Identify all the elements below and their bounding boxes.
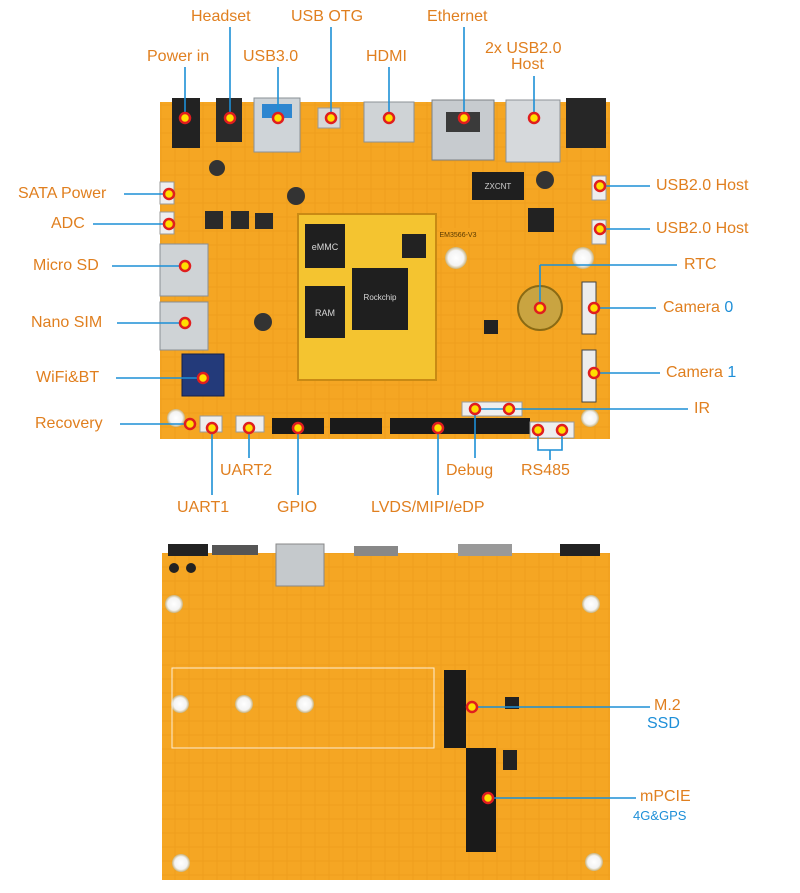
eth-chip-text: ZXCNT <box>485 182 512 191</box>
label-2x-usb20: 2x USB2.0 <box>485 40 562 57</box>
label-hdmi: HDMI <box>366 48 407 65</box>
label-ssd: SSD <box>647 715 680 732</box>
dc-jack-right <box>566 98 606 148</box>
label-camera0: Camera 0 <box>663 299 733 317</box>
label-debug: Debug <box>446 462 494 479</box>
soc-chip <box>352 268 408 330</box>
label-ir: IR <box>694 400 710 417</box>
label-wifi-bt: WiFi&BT <box>36 369 100 386</box>
usb20-dual-port <box>505 99 561 163</box>
lvds-header <box>390 418 530 434</box>
camera0-name: Camera <box>663 299 720 316</box>
label-headset: Headset <box>191 8 251 25</box>
label-ethernet: Ethernet <box>427 8 488 25</box>
label-rs485: RS485 <box>521 462 570 479</box>
ram-chip <box>305 286 345 338</box>
label-usb20-host-b: USB2.0 Host <box>656 220 749 237</box>
header-2 <box>330 418 382 434</box>
label-power-in: Power in <box>147 48 210 65</box>
label-uart2: UART2 <box>220 462 273 479</box>
ram-text: RAM <box>315 308 335 318</box>
label-usb20-host-a: USB2.0 Host <box>656 177 749 194</box>
label-usb-otg: USB OTG <box>291 8 364 25</box>
label-nano-sim: Nano SIM <box>31 314 103 331</box>
leader-lines <box>93 27 688 799</box>
label-rtc: RTC <box>684 256 717 273</box>
module-text: EM3566-V3 <box>440 232 477 239</box>
camera1-number: 1 <box>727 364 737 381</box>
label-camera1: Camera 1 <box>666 364 736 382</box>
label-lvds-mipi-edp: LVDS/MIPI/eDP <box>371 499 485 516</box>
label-m2: M.2 <box>654 697 681 714</box>
m2-slot <box>444 670 466 748</box>
emmc-text: eMMC <box>312 242 339 252</box>
label-4g-gps: 4G&GPS <box>633 808 687 823</box>
camera1-name: Camera <box>666 364 723 381</box>
label-recovery: Recovery <box>35 415 103 432</box>
marker-dots <box>162 111 607 805</box>
label-uart1: UART1 <box>177 499 230 516</box>
camera0-number: 0 <box>724 299 734 316</box>
label-micro-sd: Micro SD <box>33 257 99 274</box>
label-2x-usb20-host: Host <box>511 56 544 73</box>
ethernet-back <box>275 543 325 587</box>
label-usb30: USB3.0 <box>243 48 299 65</box>
soc-text: Rockchip <box>364 293 397 302</box>
emmc-chip <box>305 224 345 268</box>
label-adc: ADC <box>51 215 85 232</box>
label-mpcie: mPCIE <box>640 788 691 805</box>
label-gpio: GPIO <box>277 499 318 516</box>
label-sata-power: SATA Power <box>18 185 107 202</box>
